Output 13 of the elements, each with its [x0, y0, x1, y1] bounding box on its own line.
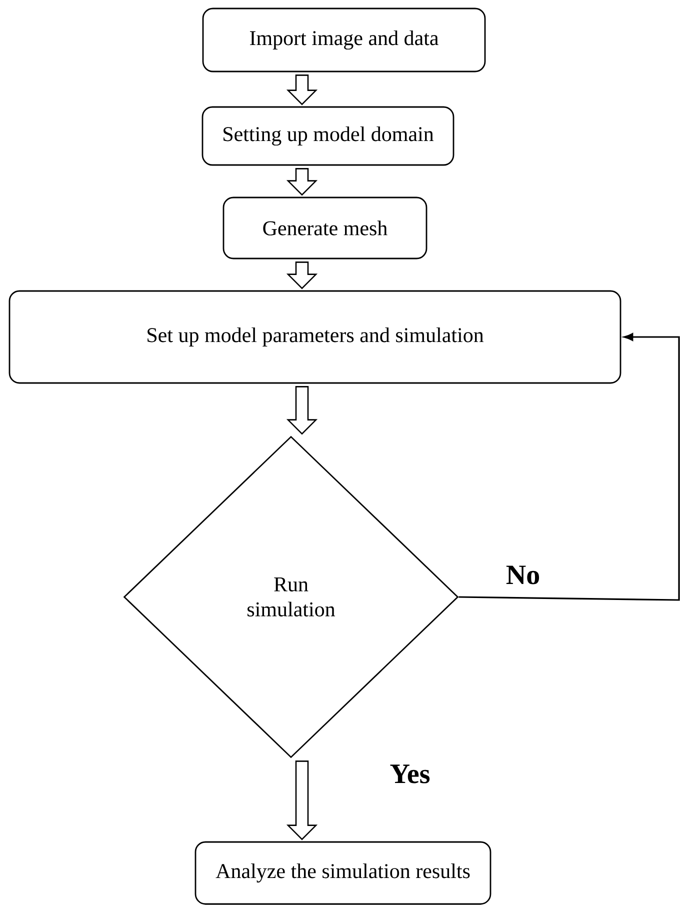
process-box: Setting up model domain	[202, 106, 454, 166]
process-box: Import image and data	[202, 8, 486, 72]
edge-label: No	[504, 564, 542, 586]
block-arrow	[286, 74, 318, 106]
process-box: Generate mesh	[222, 196, 428, 260]
block-arrow	[286, 262, 318, 290]
block-arrow	[286, 386, 318, 435]
block-arrow	[286, 168, 318, 196]
block-arrow	[286, 760, 318, 840]
edge-label: Yes	[388, 764, 432, 784]
feedback-arrow	[458, 333, 680, 601]
process-box: Analyze the simulation results	[194, 841, 492, 905]
process-box: Set up model parameters and simulation	[8, 290, 622, 384]
